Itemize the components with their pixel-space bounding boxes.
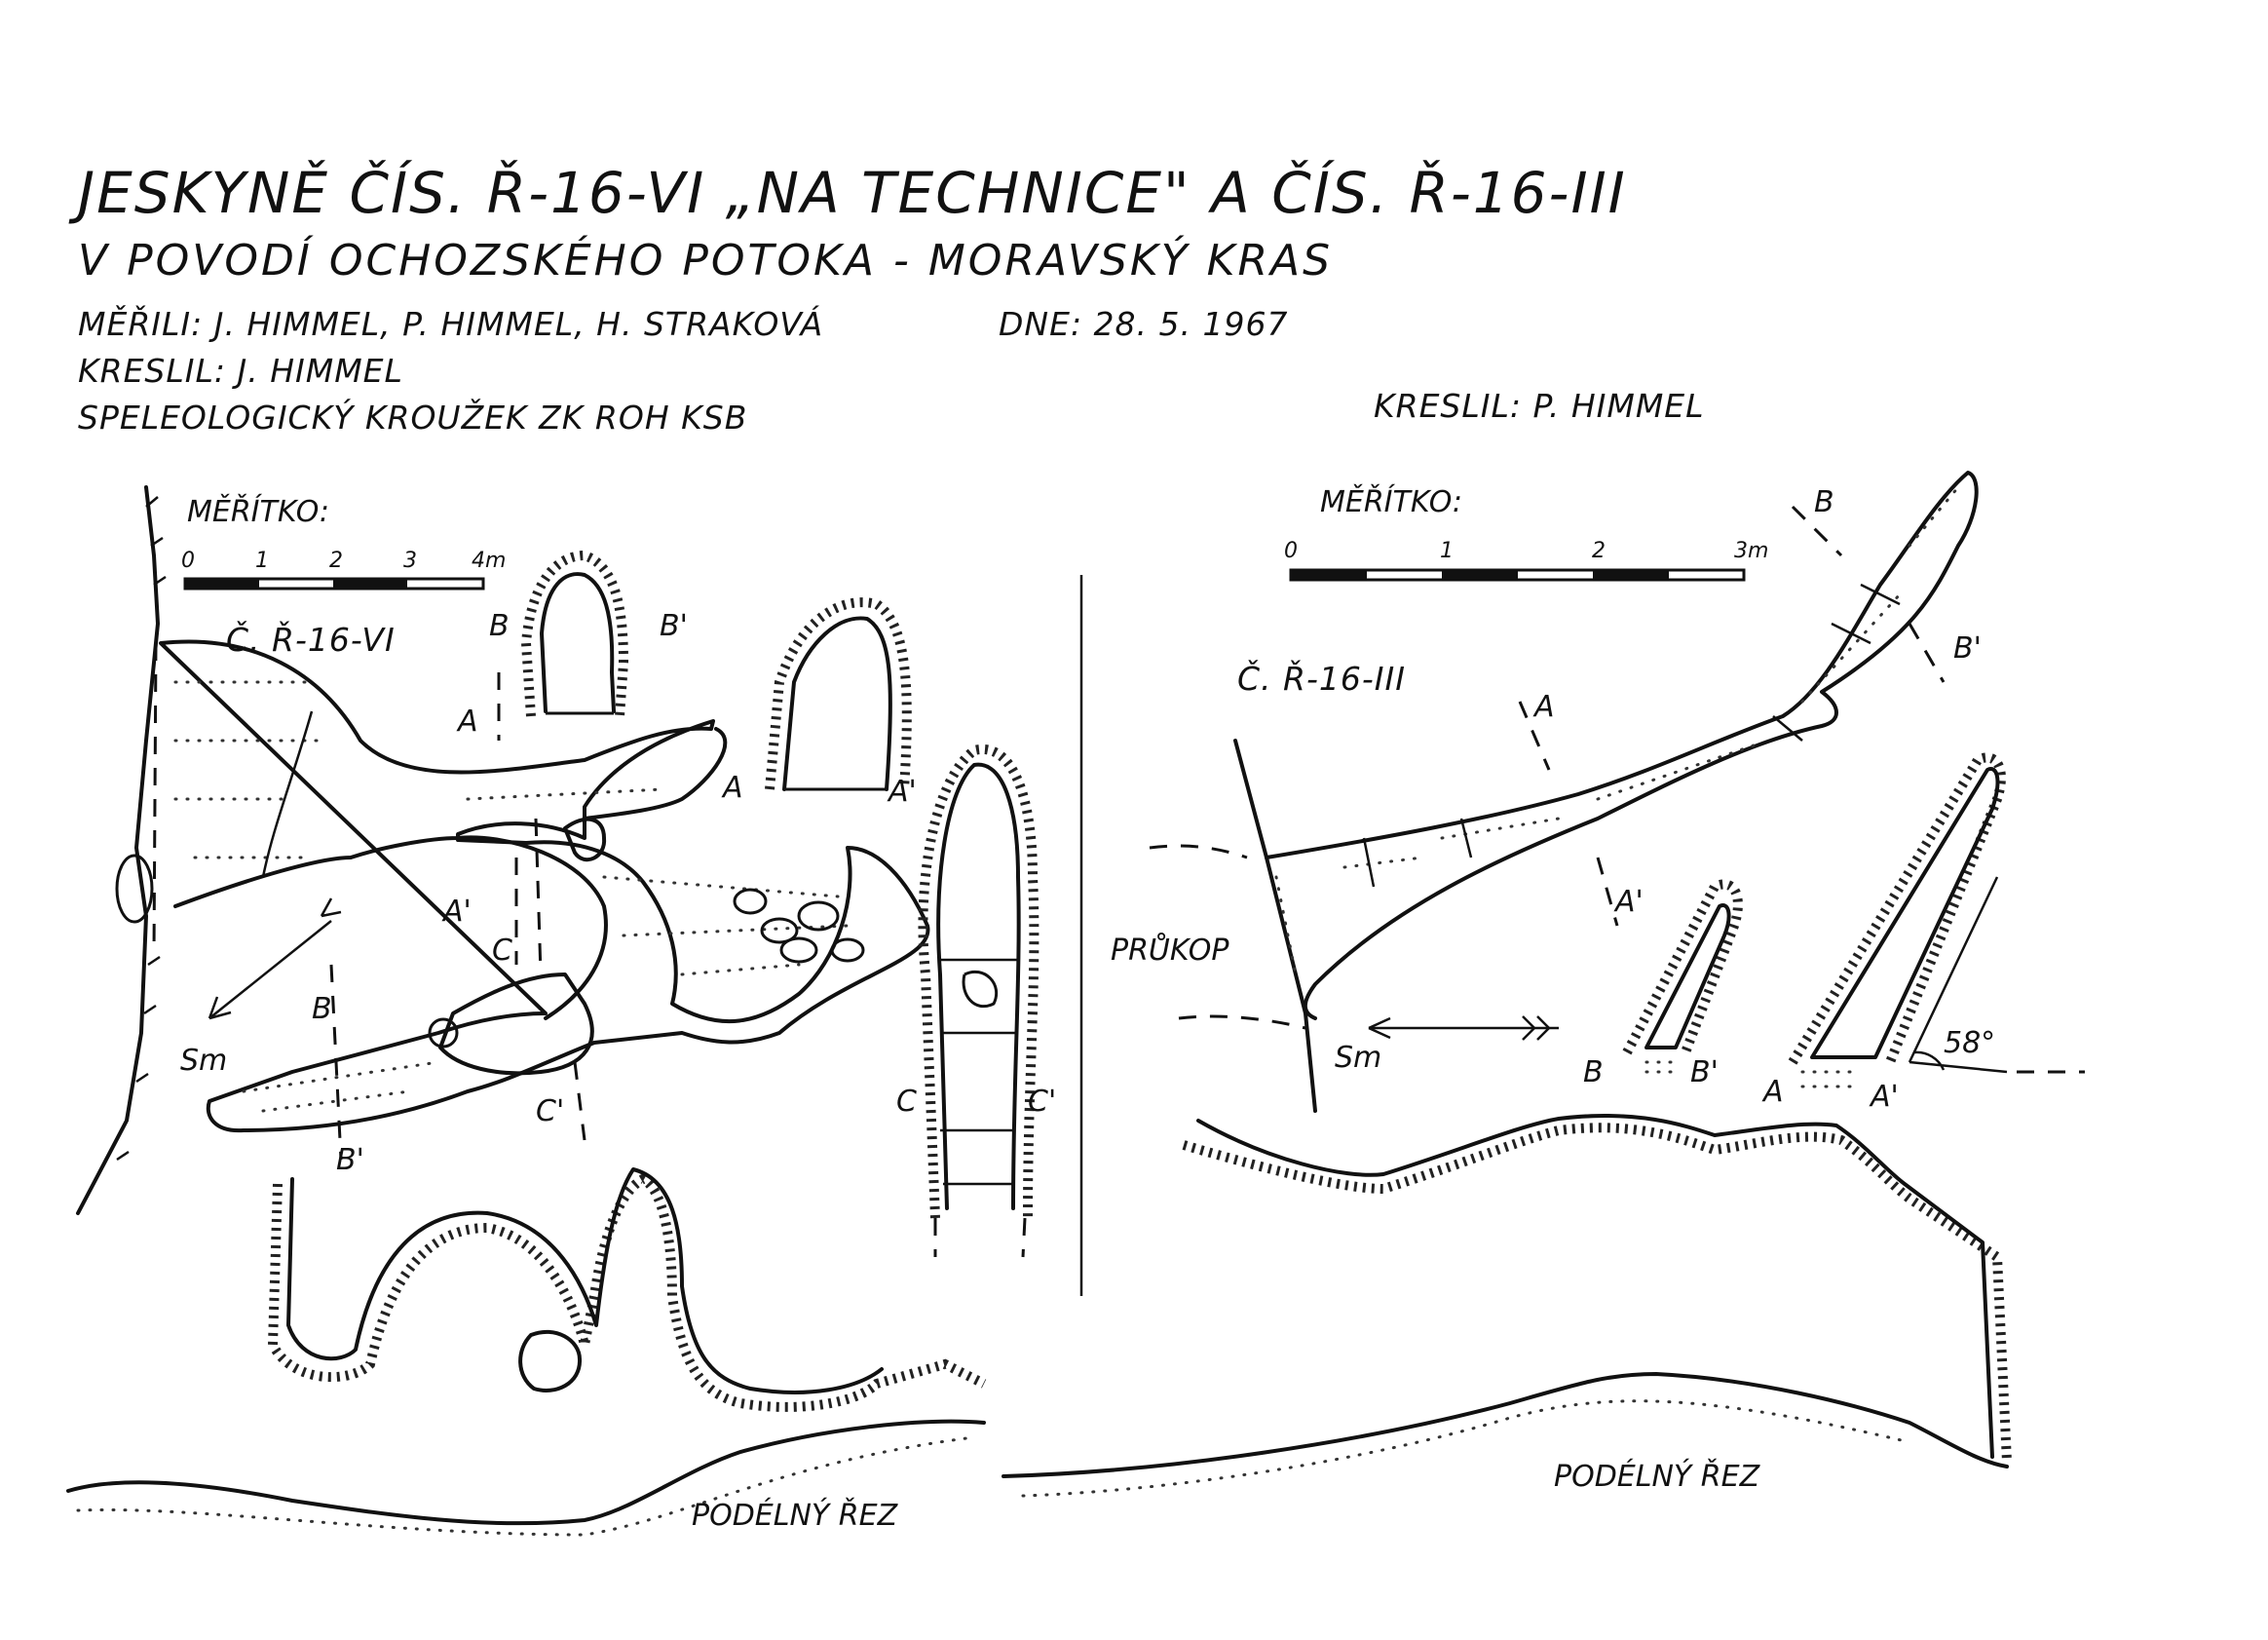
left-section-a: A — [456, 705, 478, 739]
left-section-b-prime: B' — [336, 1143, 364, 1177]
xsection-c-left: C — [896, 1085, 917, 1119]
left-profile-label: PODÉLNÝ ŘEZ — [692, 1498, 899, 1533]
right-scale-label: MĚŘÍTKO: — [1320, 484, 1462, 519]
drawn-by-right: KRESLIL: P. HIMMEL — [1374, 387, 1705, 425]
surveyors: MĚŘILI: J. HIMMEL, P. HIMMEL, H. STRAKOV… — [78, 304, 823, 343]
left-scale-tick-1: 1 — [255, 549, 269, 573]
left-xsection-b: B B' — [489, 550, 688, 717]
right-scale-tick-1: 1 — [1440, 539, 1454, 563]
left-scale-label: MĚŘÍTKO: — [187, 494, 329, 529]
right-floor-texture — [1274, 485, 1960, 976]
left-rock-blob — [563, 817, 607, 862]
left-entrance-dashed — [152, 642, 158, 956]
header: JESKYNĚ ČÍS. Ř-16-VI „NA TECHNICE" A ČÍS… — [68, 159, 1705, 437]
right-surface-edge — [1233, 739, 1317, 1113]
left-cave-id: Č. Ř-16-VI — [226, 620, 396, 659]
right-xsection-a-right: A' — [1869, 1080, 1899, 1114]
right-section-b: B — [1814, 485, 1834, 519]
left-surface-barbs — [116, 496, 167, 1162]
left-slope-line — [261, 710, 314, 878]
right-north-label: Sm — [1335, 1041, 1381, 1075]
left-xsection-c: C C' — [896, 744, 1056, 1258]
left-section-b: B — [312, 992, 332, 1026]
title-line-1: JESKYNĚ ČÍS. Ř-16-VI „NA TECHNICE" A ČÍS… — [68, 159, 1627, 226]
xsection-b-right: B' — [660, 609, 688, 643]
right-passage-ticks — [1362, 583, 1901, 888]
xsection-c-right: C' — [1028, 1085, 1056, 1119]
drawn-by-left: KRESLIL: J. HIMMEL — [78, 352, 403, 390]
title-line-2: V POVODÍ OCHOZSKÉHO POTOKA - MORAVSKÝ KR… — [78, 234, 1333, 286]
right-section-a-prime: A' — [1613, 885, 1644, 919]
left-scale-tick-2: 2 — [329, 549, 343, 573]
right-scale-bar: 0 1 2 3m — [1284, 539, 1768, 582]
left-scale-tick-4: 4m — [472, 549, 506, 573]
left-section-c: C — [492, 934, 512, 968]
left-scale-tick-3: 3 — [403, 549, 417, 573]
left-surface-edge — [76, 485, 160, 1215]
xsection-b-left: B — [489, 609, 510, 643]
left-boulders — [115, 854, 865, 1049]
left-scale-tick-0: 0 — [181, 549, 195, 573]
left-xsection-a: A A' — [721, 597, 917, 809]
right-north-arrowheads — [1368, 1015, 1550, 1041]
left-section-a-prime: A' — [441, 895, 472, 929]
left-longitudinal-profile: PODÉLNÝ ŘEZ — [66, 1167, 987, 1537]
left-north-arrow — [208, 920, 332, 1019]
right-xsection-a-left: A — [1761, 1075, 1784, 1109]
left-north-arrowheads — [208, 897, 342, 1020]
left-cave-inner-outline — [173, 727, 728, 1020]
left-floor-texture — [173, 680, 850, 1113]
right-angle-label: 58° — [1944, 1026, 1995, 1060]
right-xsection-b-right: B' — [1690, 1055, 1719, 1089]
right-longitudinal-profile: PODÉLNÝ ŘEZ — [1002, 1113, 2012, 1498]
left-panel: MĚŘÍTKO: 0 1 2 3 4m Č. Ř-16-VI — [66, 485, 1056, 1537]
survey-date: DNE: 28. 5. 1967 — [999, 305, 1288, 343]
left-cave-outline — [159, 639, 930, 1133]
right-cave-id: Č. Ř-16-III — [1237, 659, 1406, 698]
xsection-a-right: A' — [887, 775, 917, 809]
left-inner-passage — [438, 973, 594, 1076]
right-probe-label: PRŮKOP — [1111, 932, 1229, 968]
left-section-c-prime: C' — [536, 1094, 564, 1128]
xsection-a-left: A — [721, 771, 743, 805]
right-xsection-b: B B' — [1583, 879, 1743, 1089]
right-probe-dashed — [1149, 844, 1306, 1030]
right-scale-tick-0: 0 — [1284, 539, 1298, 563]
club-name: SPELEOLOGICKÝ KROUŽEK ZK ROH KSB — [78, 398, 747, 437]
right-panel: MĚŘÍTKO: 0 1 2 3m Č. Ř-16-III PRŮKOP A A… — [1002, 471, 2085, 1498]
right-scale-tick-3: 3m — [1734, 539, 1768, 563]
right-xsection-b-left: B — [1583, 1055, 1604, 1089]
right-xsection-a: A A' 58° — [1761, 752, 2085, 1114]
left-section-cuts — [329, 672, 586, 1161]
right-profile-label: PODÉLNÝ ŘEZ — [1554, 1459, 1761, 1494]
left-scale-bar: 0 1 2 3 4m — [181, 549, 506, 591]
right-cave-outline — [1265, 471, 1979, 1020]
right-section-a: A — [1532, 690, 1555, 724]
left-north-label: Sm — [180, 1044, 227, 1078]
right-section-b-prime: B' — [1953, 631, 1982, 666]
right-scale-tick-2: 2 — [1592, 539, 1606, 563]
right-section-cuts — [1518, 505, 1946, 927]
